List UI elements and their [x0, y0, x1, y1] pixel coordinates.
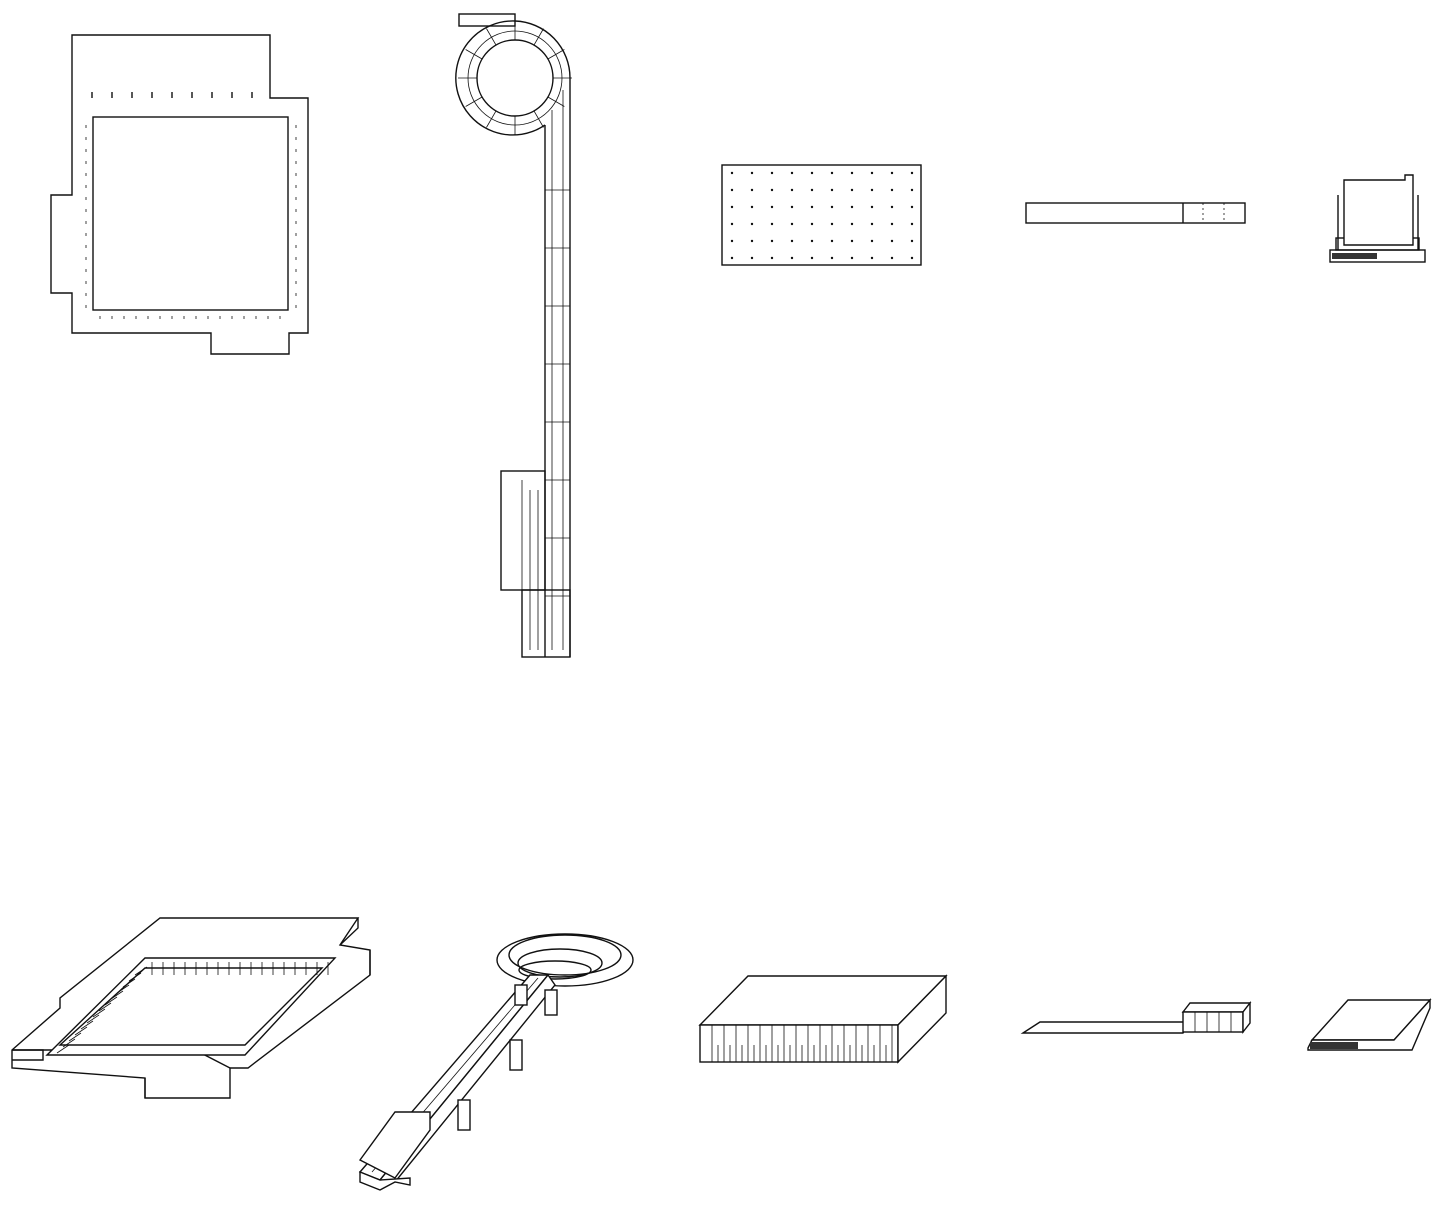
dot: [730, 171, 734, 175]
dot: [870, 205, 874, 209]
dot: [810, 188, 814, 192]
hatch-line: [116, 984, 130, 994]
hatch-line: [86, 1014, 100, 1024]
hatch-line: [62, 1038, 76, 1048]
dot: [850, 171, 854, 175]
dot: [890, 222, 894, 226]
hatch-line: [128, 972, 142, 982]
hatch-line: [547, 96, 565, 107]
dot: [910, 171, 914, 175]
hatch-line: [80, 1020, 94, 1030]
dot: [870, 256, 874, 260]
dot: [830, 205, 834, 209]
dot: [770, 256, 774, 260]
dot: [750, 239, 754, 243]
frame-plan: [50, 34, 309, 355]
dot: [890, 239, 894, 243]
dot: [910, 222, 914, 226]
bar-plan: [1025, 202, 1246, 224]
dot: [830, 239, 834, 243]
dot: [750, 188, 754, 192]
dot: [790, 239, 794, 243]
spiral-slide-axon: [358, 933, 634, 1191]
dot: [850, 188, 854, 192]
dot: [750, 171, 754, 175]
dot: [870, 222, 874, 226]
dot: [810, 222, 814, 226]
dot: [830, 222, 834, 226]
dot: [810, 205, 814, 209]
dot: [850, 239, 854, 243]
dot: [770, 222, 774, 226]
dot: [830, 171, 834, 175]
dot: [810, 256, 814, 260]
dot: [830, 188, 834, 192]
dot: [770, 205, 774, 209]
dot: [790, 205, 794, 209]
dot: [770, 239, 774, 243]
dot: [810, 239, 814, 243]
dot: [870, 239, 874, 243]
hatch-line: [92, 1008, 106, 1018]
dot: [830, 256, 834, 260]
dotted-panel-plan: [721, 164, 922, 266]
dot: [890, 256, 894, 260]
hatch-line: [134, 966, 148, 976]
hatch-line: [533, 28, 544, 46]
hatch-line: [547, 49, 565, 60]
hatch-line: [465, 96, 483, 107]
dot: [890, 205, 894, 209]
bar-axon: [1020, 1000, 1252, 1035]
hatch-line: [465, 49, 483, 60]
dot: [850, 205, 854, 209]
dot: [910, 256, 914, 260]
hatch-line: [486, 28, 497, 46]
hatch-line: [98, 1002, 112, 1012]
dot: [910, 205, 914, 209]
hatch-line: [110, 990, 124, 1000]
dot: [850, 256, 854, 260]
dot: [730, 188, 734, 192]
hatch-line: [122, 978, 136, 988]
dot: [890, 188, 894, 192]
dot: [870, 171, 874, 175]
dot: [870, 188, 874, 192]
dot: [770, 171, 774, 175]
hatch-line: [486, 110, 497, 128]
small-block-axon: [1307, 998, 1432, 1051]
dot: [790, 171, 794, 175]
dot: [890, 171, 894, 175]
dot: [750, 222, 754, 226]
dot: [730, 205, 734, 209]
dot: [910, 188, 914, 192]
dot: [750, 256, 754, 260]
hatch-line: [533, 110, 544, 128]
frame-axon: [11, 917, 371, 1099]
dot: [730, 222, 734, 226]
dot: [750, 205, 754, 209]
small-block-plan: [1329, 174, 1426, 263]
dot: [790, 256, 794, 260]
hatch-line: [56, 1044, 70, 1054]
hatch-line: [74, 1026, 88, 1036]
dot: [790, 188, 794, 192]
hatch-line: [104, 996, 118, 1006]
spiral-slide-plan: [455, 13, 572, 658]
dot: [770, 188, 774, 192]
hatch-line: [68, 1032, 82, 1042]
dot: [730, 256, 734, 260]
panel-axon: [698, 974, 948, 1064]
dot: [790, 222, 794, 226]
dot: [910, 239, 914, 243]
dot: [730, 239, 734, 243]
dot: [810, 171, 814, 175]
dot: [850, 222, 854, 226]
